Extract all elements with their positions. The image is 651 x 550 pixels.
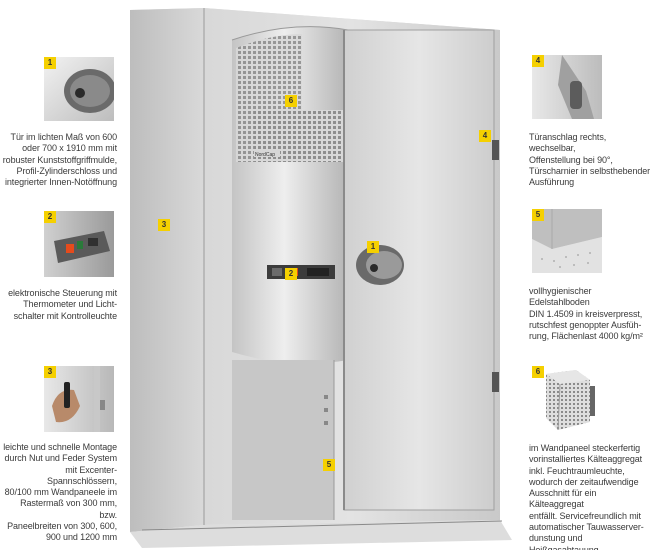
caption-line: dunstung und Heißgasabtauung. <box>529 533 601 550</box>
badge-4-right: 4 <box>532 55 544 67</box>
badge-3-left: 3 <box>44 366 56 378</box>
caption-line: durch Nut und Feder System <box>4 453 118 464</box>
caption-line: leichte und schnelle Montage <box>3 442 117 452</box>
badge-2-control: 2 <box>285 268 297 280</box>
caption-line: Ausführung <box>529 177 575 188</box>
caption-line: DIN 1.4509 in kreisverpresst, <box>529 308 643 319</box>
caption-line: rung, Flächenlast 4000 kg/m² <box>529 331 643 342</box>
caption-unit: im Wandpaneel steckerfertig vorinstallie… <box>529 443 651 550</box>
caption-line: robuster Kunststoffgriffmulde, <box>2 154 117 165</box>
caption-line: mit Excenter-Spannschlössern, <box>47 464 117 486</box>
caption-line: im Wandpaneel steckerfertig <box>529 443 641 453</box>
caption-floor: vollhygienischer Edelstahlboden DIN 1.45… <box>529 286 651 342</box>
caption-line: Rastermaß von 300 mm, bzw. <box>20 498 117 520</box>
caption-line: Offenstellung bei 90°, <box>529 154 613 165</box>
caption-line: wodurch der zeitaufwendige <box>529 476 639 487</box>
badge-6-unit: 6 <box>285 95 297 107</box>
caption-control: elektronische Steuerung mit Thermometer … <box>2 288 117 322</box>
badge-5-right: 5 <box>532 209 544 221</box>
caption-line: rutschfest genoppter Ausfüh- <box>529 319 642 330</box>
caption-line: Ausschnitt für ein Kälteaggregat <box>529 488 597 510</box>
badge-3-wall: 3 <box>158 219 170 231</box>
badge-1-handle: 1 <box>367 241 379 253</box>
caption-line: integrierter Innen-Notöffnung <box>4 177 117 188</box>
caption-line: elektronische Steuerung mit <box>8 288 117 298</box>
badge-6-right: 6 <box>532 366 544 378</box>
caption-line: 900 und 1200 mm <box>45 532 117 543</box>
caption-line: vorinstalliertes Kälteaggregat <box>529 454 643 465</box>
thumb-assembly <box>44 366 114 432</box>
caption-hinge: Türanschlag rechts, wechselbar, Offenste… <box>529 132 651 188</box>
caption-line: Tür im lichten Maß von 600 <box>10 132 118 142</box>
caption-line: automatischer Tauwasserver- <box>529 522 644 533</box>
caption-door: Tür im lichten Maß von 600 oder 700 x 19… <box>2 132 117 188</box>
caption-line: vollhygienischer Edelstahlboden <box>529 286 592 308</box>
caption-line: entfällt. Servicefreundlich mit <box>529 510 641 521</box>
caption-line: Profil-Zylinderschloss und <box>16 165 118 176</box>
badge-1-left: 1 <box>44 57 56 69</box>
caption-line: inkl. Feuchtraumleuchte, <box>529 465 625 476</box>
badge-5-floor: 5 <box>323 459 335 471</box>
caption-line: 80/100 mm Wandpaneele im <box>4 487 117 498</box>
cold-room-illustration: NordCap 6 3 1 2 4 5 <box>122 0 522 550</box>
caption-line: Thermometer und Licht- <box>23 299 117 310</box>
caption-line: Türanschlag rechts, wechselbar, <box>529 132 607 154</box>
brand-label: NordCap <box>255 152 275 158</box>
badge-2-left: 2 <box>44 211 56 223</box>
caption-line: oder 700 x 1910 mm mit <box>22 143 117 154</box>
caption-line: schalter mit Kontrolleuchte <box>13 310 117 321</box>
thumb-refrigeration-unit <box>532 366 602 432</box>
caption-assembly: leichte und schnelle Montage durch Nut u… <box>2 442 117 544</box>
badge-4-hinge: 4 <box>479 130 491 142</box>
caption-line: Türscharnier in selbsthebender <box>529 165 651 176</box>
caption-line: Paneelbreiten von 300, 600, <box>7 521 117 532</box>
